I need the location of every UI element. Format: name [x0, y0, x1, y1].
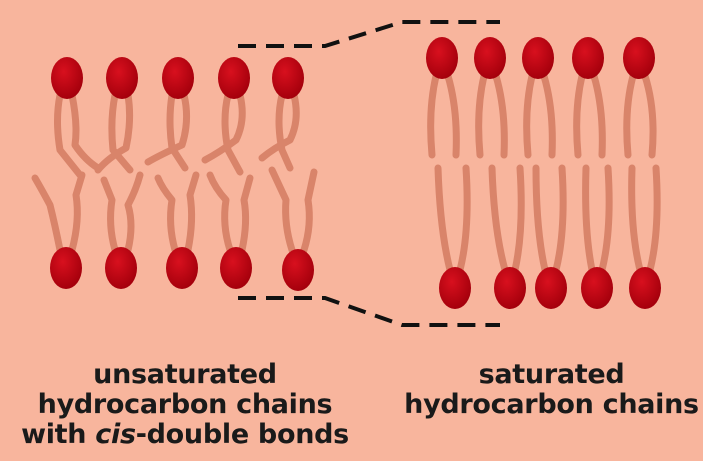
lipid-head: [162, 57, 194, 99]
lipid-tail: [201, 91, 246, 164]
unsaturated-caption-line3: with cis-double bonds: [0, 420, 370, 450]
lipid-head: [581, 267, 613, 309]
lipid-tail: [434, 164, 454, 274]
saturated-bottom-leaflet: [434, 164, 661, 274]
lipid-tail: [144, 91, 191, 166]
lipid-head: [572, 37, 604, 79]
unsaturated-top-leaflet: [54, 91, 300, 179]
lipid-tail: [206, 171, 234, 254]
saturated-caption-line2: hydrocarbon chains: [404, 389, 699, 420]
lipid-head: [272, 57, 304, 99]
lipid-tail: [590, 72, 606, 159]
zoom-line-bottom: [238, 296, 500, 327]
lipid-tail: [238, 174, 254, 254]
lipid-tail: [641, 72, 657, 159]
unsaturated-bilayer: [31, 57, 318, 291]
lipid-tail: [646, 164, 661, 274]
lipid-head: [50, 247, 82, 289]
lipid-tail: [573, 72, 586, 159]
lipid-head: [218, 57, 250, 99]
lipid-tail: [100, 176, 119, 254]
zoom-lines: [238, 20, 500, 327]
lipid-head: [474, 37, 506, 79]
lipid-head: [522, 37, 554, 79]
lipid-tail: [488, 164, 509, 274]
saturated-heads: [426, 37, 661, 309]
lipid-tail: [444, 72, 460, 159]
lipid-tail: [623, 72, 637, 159]
lipid-tail: [456, 164, 471, 274]
saturated-top-leaflet: [427, 72, 657, 159]
unsaturated-heads: [50, 57, 314, 291]
lipid-tail: [31, 174, 64, 254]
lipid-tail: [54, 91, 84, 179]
saturated-caption: saturated hydrocarbon chains: [400, 360, 703, 420]
lipid-tail: [258, 91, 300, 162]
lipid-head: [426, 37, 458, 79]
lipid-tail: [275, 91, 294, 172]
caption-suffix: -double bonds: [135, 419, 350, 450]
lipid-head: [106, 57, 138, 99]
lipid-tail: [582, 164, 596, 274]
lipid-head: [220, 247, 252, 289]
saturated-caption-line1: saturated: [478, 359, 625, 390]
lipid-tail: [628, 164, 644, 274]
lipid-head: [51, 57, 83, 99]
lipid-head: [166, 247, 198, 289]
lipid-tail: [68, 171, 86, 254]
caption-prefix: with: [21, 419, 96, 450]
lipid-tail: [268, 166, 296, 254]
unsaturated-caption-line1: unsaturated: [93, 359, 277, 390]
lipid-tail: [552, 164, 567, 274]
lipid-tail: [68, 91, 102, 172]
lipid-head: [623, 37, 655, 79]
unsaturated-caption-line2: hydrocarbon chains: [37, 389, 333, 420]
unsaturated-caption: unsaturated hydrocarbon chains with cis-…: [0, 360, 370, 450]
lipid-tail: [511, 164, 525, 274]
lipid-tail: [540, 72, 556, 159]
lipid-head: [439, 267, 471, 309]
lipid-tail: [523, 72, 536, 159]
lipid-tail: [532, 164, 549, 274]
lipid-tail: [124, 171, 144, 254]
saturated-bilayer: [426, 37, 661, 309]
lipid-tail: [184, 171, 200, 254]
caption-italic-cis: cis: [95, 419, 136, 450]
lipid-tail: [475, 72, 488, 159]
lipid-head: [494, 267, 526, 309]
zoom-line-top: [238, 20, 500, 48]
lipid-tail: [108, 91, 134, 174]
lipid-tail: [427, 72, 440, 159]
lipid-tail: [300, 168, 318, 254]
lipid-tail: [154, 174, 179, 254]
unsaturated-bottom-leaflet: [31, 166, 318, 254]
lipid-head: [105, 247, 137, 289]
lipid-tail: [492, 72, 508, 159]
lipid-tail: [598, 164, 613, 274]
lipid-head: [282, 249, 314, 291]
lipid-head: [535, 267, 567, 309]
lipid-tail: [94, 91, 134, 174]
lipid-head: [629, 267, 661, 309]
